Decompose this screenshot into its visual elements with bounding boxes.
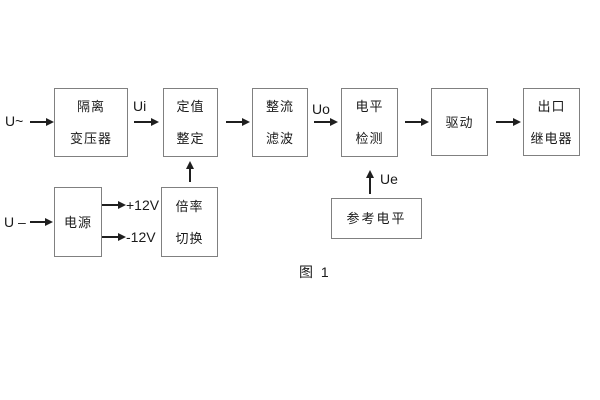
block-reference-level: 参考电平: [331, 198, 422, 239]
arrow-input-ac-to-isolation: [30, 118, 54, 126]
block-isolation-transformer-line1: 隔离: [76, 99, 105, 114]
arrow-power-to-rail-neg: [102, 233, 126, 241]
block-ratio-switch: 倍率 切换: [161, 187, 218, 257]
label-ui: Ui: [133, 98, 147, 114]
arrow-rectifier-to-level: [314, 118, 338, 126]
block-reference-level-line1: 参考电平: [346, 211, 407, 226]
label-uo: Uo: [312, 101, 330, 117]
label-rail-neg: -12V: [126, 229, 156, 245]
label-input-dc: U –: [4, 214, 26, 230]
label-ue: Ue: [380, 171, 398, 187]
block-output-relay: 出口 继电器: [523, 88, 580, 156]
arrow-ratio-to-setting: [186, 161, 194, 182]
block-power-supply: 电源: [54, 187, 102, 257]
block-power-supply-line1: 电源: [63, 214, 92, 230]
block-ratio-switch-line2: 切换: [175, 230, 204, 246]
block-level-detect: 电平 检测: [341, 88, 398, 157]
block-rectifier-filter: 整流 滤波: [252, 88, 308, 157]
block-setting-adjust-line1: 定值: [176, 99, 205, 114]
block-output-relay-line2: 继电器: [530, 130, 573, 146]
block-setting-adjust: 定值 整定: [163, 88, 218, 157]
arrow-setting-to-rectifier: [226, 118, 250, 126]
label-rail-pos: +12V: [126, 197, 160, 213]
block-setting-adjust-line2: 整定: [176, 131, 205, 146]
block-driver: 驱动: [431, 88, 488, 156]
arrow-input-dc-to-power: [30, 218, 53, 226]
block-level-detect-line1: 电平: [355, 99, 384, 114]
arrow-power-to-rail-pos: [102, 201, 126, 209]
figure-caption: 图 1: [299, 264, 331, 280]
block-output-relay-line1: 出口: [537, 98, 566, 114]
block-rectifier-filter-line1: 整流: [265, 99, 294, 114]
arrow-driver-to-output: [496, 118, 521, 126]
block-isolation-transformer: 隔离 变压器: [54, 88, 128, 157]
arrow-reference-to-level: [366, 170, 374, 194]
block-ratio-switch-line1: 倍率: [175, 198, 204, 214]
block-isolation-transformer-line2: 变压器: [69, 131, 112, 146]
block-driver-line1: 驱动: [445, 114, 474, 130]
block-rectifier-filter-line2: 滤波: [265, 131, 294, 146]
label-input-ac: U~: [5, 113, 24, 129]
arrow-level-to-driver: [405, 118, 429, 126]
arrow-isolation-to-setting: [134, 118, 159, 126]
block-level-detect-line2: 检测: [355, 131, 384, 146]
